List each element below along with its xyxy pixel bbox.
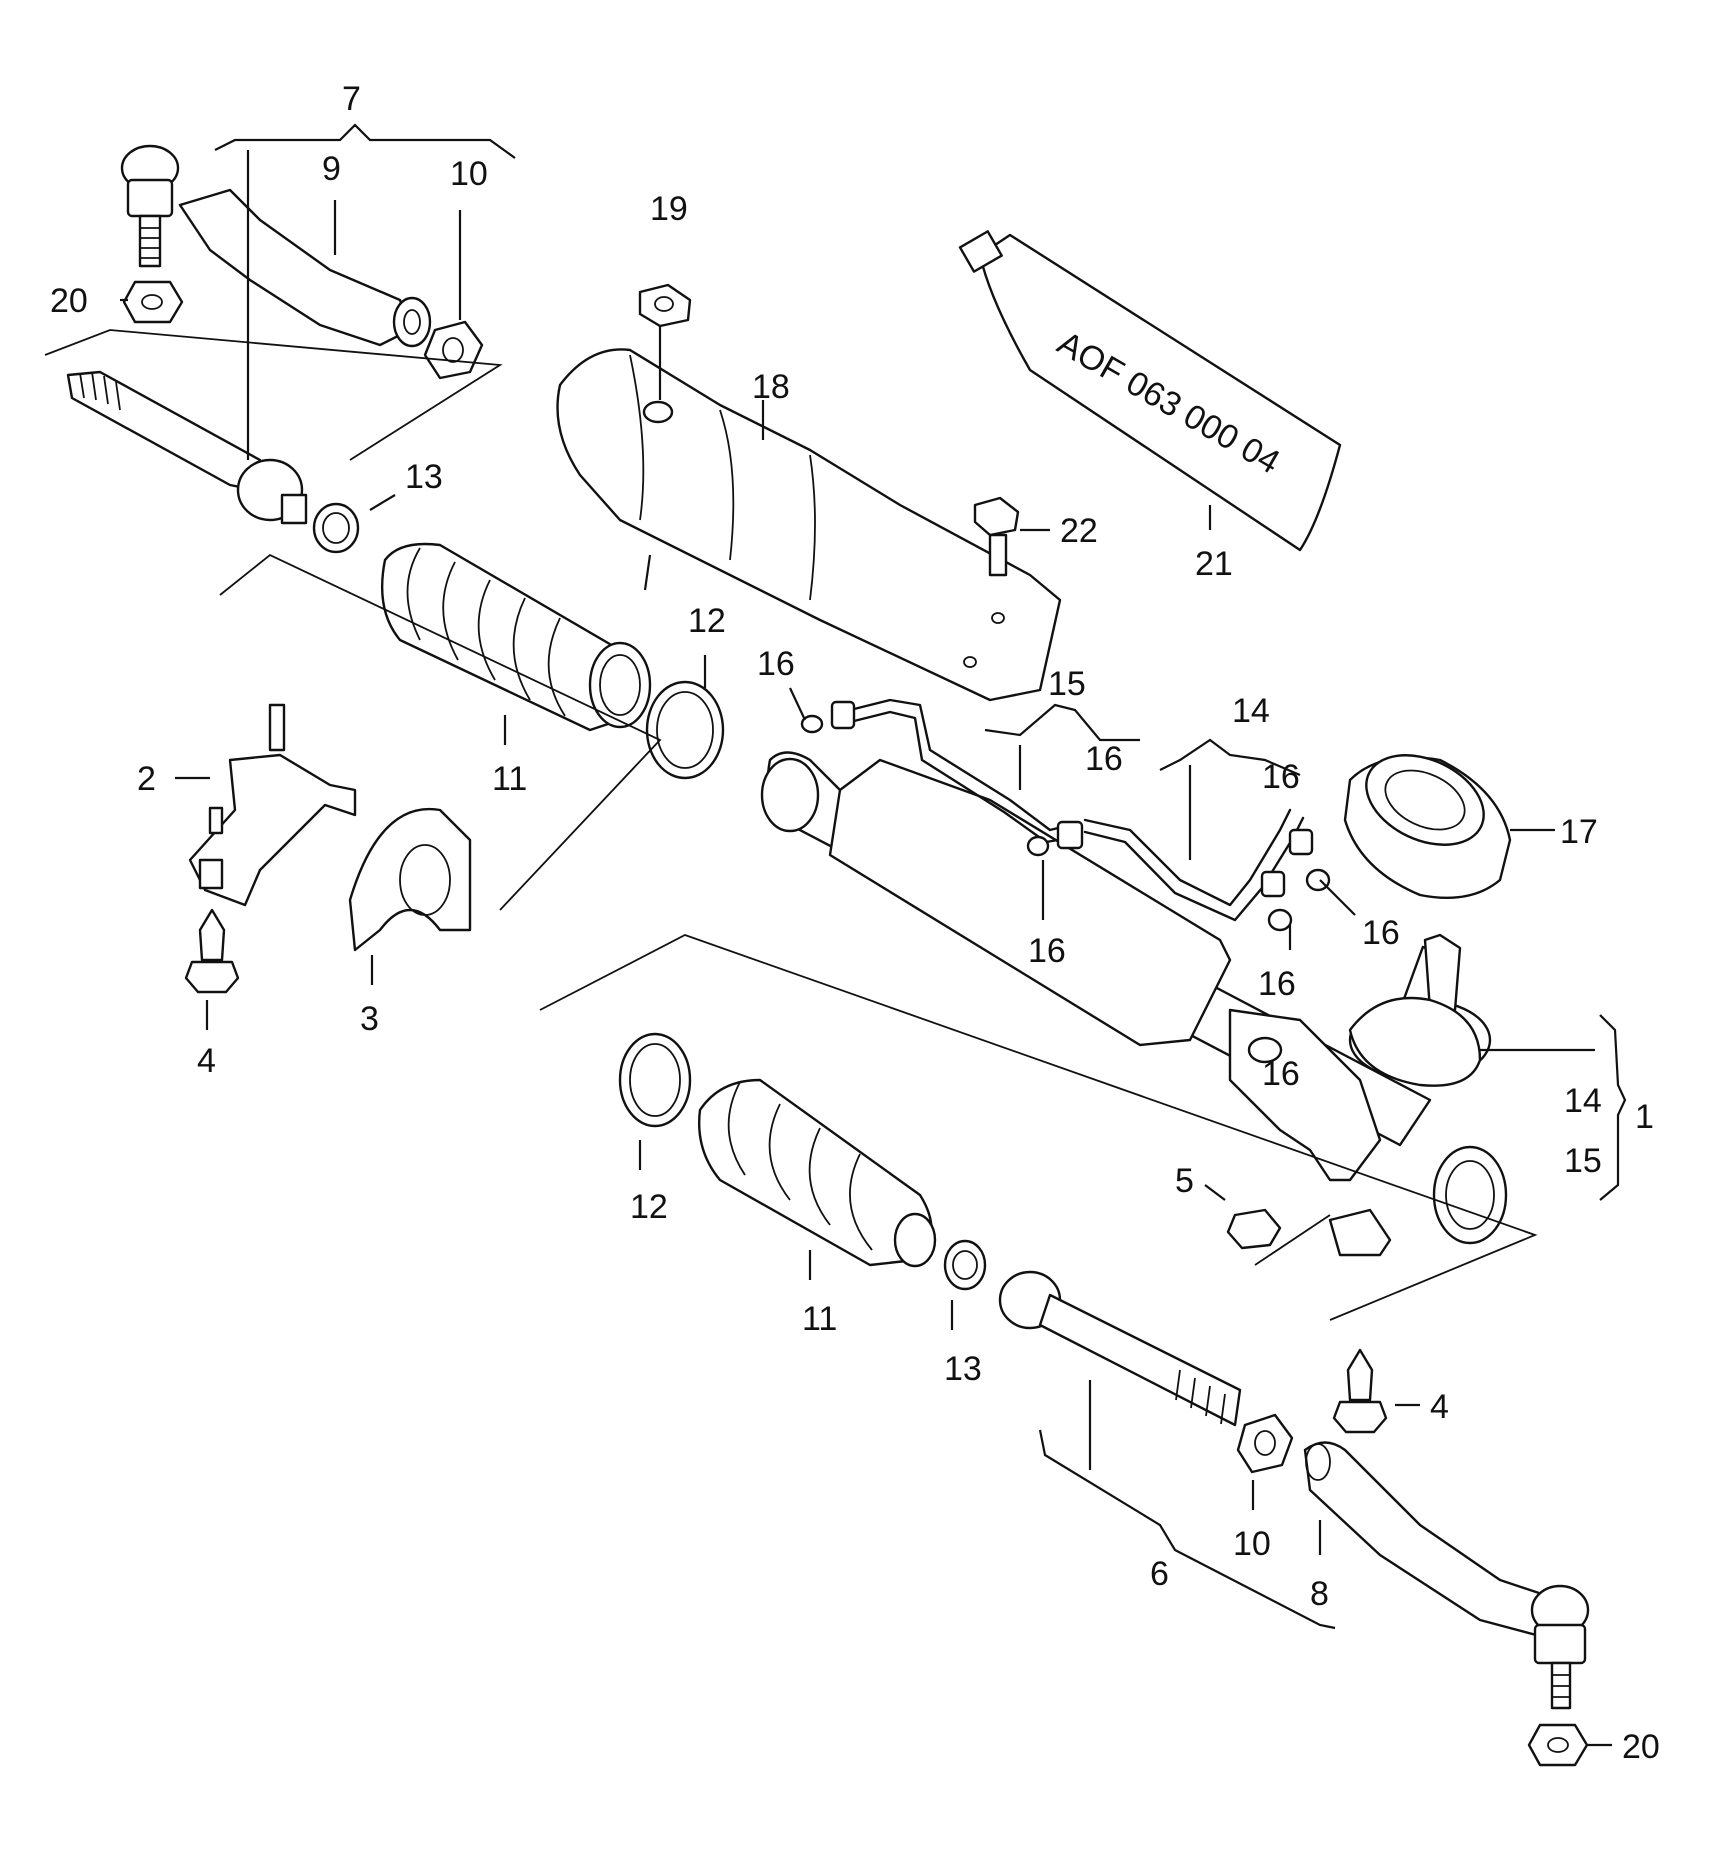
callout-6: 6 [1150, 1555, 1169, 1593]
callout-18: 18 [752, 368, 790, 406]
callout-13-top: 13 [405, 458, 443, 496]
callout-5: 5 [1175, 1162, 1194, 1200]
callout-20-bottom: 20 [1622, 1728, 1660, 1766]
upper-left-nut-10 [423, 320, 484, 380]
callout-16-e: 16 [1362, 914, 1400, 952]
callout-16-d: 16 [1028, 932, 1066, 970]
lower-tie-rod-end-8 [1303, 1441, 1590, 1710]
lower-inner-tie-rod [998, 1270, 1242, 1427]
bolt-22 [973, 496, 1020, 577]
screw-4-right [1332, 1348, 1388, 1434]
rubber-boot-17 [1343, 754, 1512, 900]
callout-4-left: 4 [197, 1042, 216, 1080]
callout-16-a: 16 [757, 645, 795, 683]
lower-bellows-11 [698, 1078, 937, 1268]
callout-11-bottom: 11 [802, 1300, 837, 1338]
callout-15-top: 15 [1048, 665, 1086, 703]
rubber-mount-3 [348, 807, 472, 952]
pinion-input-shaft [1348, 933, 1482, 1087]
callout-labels: 7 9 10 20 13 12 11 2 3 4 19 18 22 21 16 … [50, 80, 1660, 1766]
grease-tube-21: AOF 063 000 04 [958, 230, 1342, 552]
callout-17: 17 [1560, 813, 1598, 851]
upper-left-inner-tie-rod [66, 370, 308, 525]
callout-16-b: 16 [1085, 740, 1123, 778]
lower-nut-20 [1527, 1723, 1589, 1767]
nut-5 [1226, 1208, 1282, 1250]
callout-14-top: 14 [1232, 692, 1270, 730]
callout-12-bottom: 12 [630, 1188, 668, 1226]
callout-15-right: 15 [1564, 1142, 1602, 1180]
lower-nut-10 [1236, 1413, 1294, 1474]
callout-11-top: 11 [492, 760, 527, 798]
pressure-line-15 [800, 698, 1072, 844]
callout-10-top: 10 [450, 155, 488, 193]
callout-2: 2 [137, 760, 156, 798]
callout-16-g: 16 [1262, 1055, 1300, 1093]
upper-bellows-11 [380, 542, 652, 732]
upper-left-tie-rod-hose-9 [392, 296, 432, 348]
bracket-2 [188, 703, 357, 907]
lower-clamp-12 [618, 1032, 692, 1128]
callout-14-right: 14 [1564, 1082, 1602, 1120]
callout-21: 21 [1195, 545, 1233, 583]
upper-left-nut-20 [122, 280, 184, 324]
callout-9: 9 [322, 150, 341, 188]
callout-16-c: 16 [1262, 758, 1300, 796]
callout-12-top: 12 [688, 602, 726, 640]
callout-10-bottom: 10 [1233, 1525, 1271, 1563]
callout-19: 19 [650, 190, 688, 228]
upper-left-tie-rod-end [120, 144, 412, 347]
heat-shield-18 [556, 348, 1062, 702]
upper-clamp-12 [645, 680, 725, 780]
group-frame-lines [44, 329, 1538, 1321]
callout-7: 7 [342, 80, 361, 118]
leader-lines [120, 123, 1627, 1747]
screw-4-left [184, 908, 240, 994]
steering-rack-housing-1 [760, 751, 1508, 1257]
return-line-14 [1026, 808, 1305, 922]
callout-13-bottom: 13 [944, 1350, 982, 1388]
nut-19 [638, 283, 692, 400]
lower-clamp-13 [943, 1239, 987, 1291]
callout-8: 8 [1310, 1575, 1329, 1613]
callout-3: 3 [360, 1000, 379, 1038]
callout-4-right: 4 [1430, 1388, 1449, 1426]
callout-1: 1 [1635, 1098, 1654, 1136]
callout-22: 22 [1060, 512, 1098, 550]
upper-left-clamp-13 [312, 502, 360, 554]
callout-16-f: 16 [1258, 965, 1296, 1003]
callout-20-top: 20 [50, 282, 88, 320]
